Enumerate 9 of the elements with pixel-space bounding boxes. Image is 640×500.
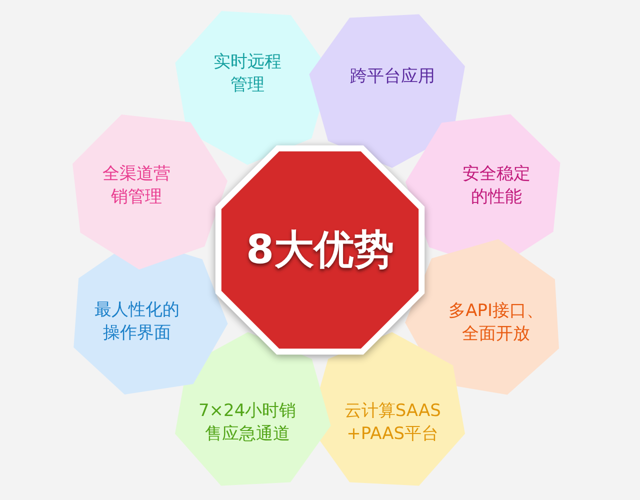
feature-label: 实时远程管理 [212, 50, 282, 97]
feature-label: 全渠道营销管理 [102, 163, 172, 209]
feature-label: 7×24小时销售应急通道 [198, 400, 298, 446]
feature-label: 云计算SAAS+PAAS平台 [343, 400, 442, 446]
feature-label: 多API接口、全面开放 [448, 300, 544, 346]
feature-label: 跨平台应用 [349, 65, 436, 88]
feature-label: 安全稳定的性能 [461, 162, 532, 209]
center-title: 8大优势 [245, 226, 395, 275]
feature-label: 最人性化的操作界面 [93, 299, 180, 346]
